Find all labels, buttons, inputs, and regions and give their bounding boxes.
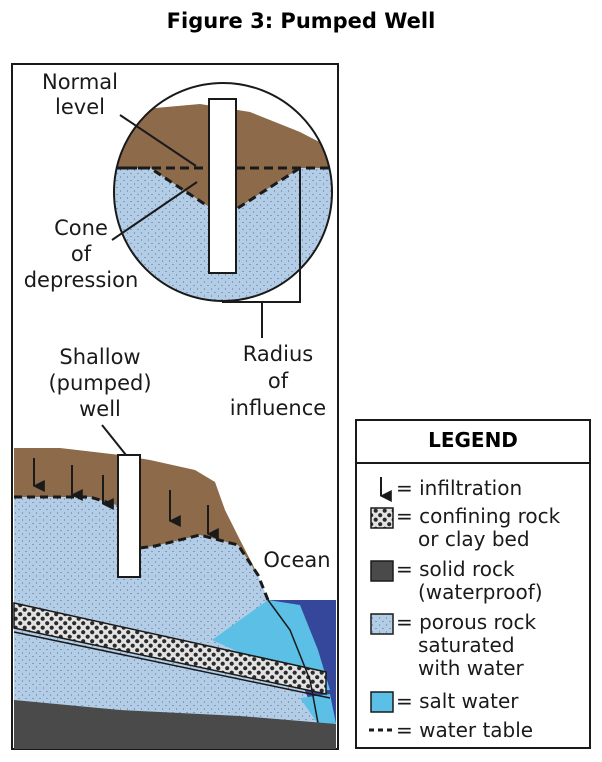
legend-infiltration-text: = infiltration xyxy=(396,476,522,500)
label-normal-level-1: Normal xyxy=(42,70,118,94)
label-cone-3: depression xyxy=(24,268,139,292)
confining-rock-swatch xyxy=(370,507,394,529)
magnified-well-pipe xyxy=(208,98,237,274)
legend-solid-text-2: (waterproof) xyxy=(418,580,543,604)
legend-title: LEGEND xyxy=(428,428,518,452)
solid-rock-bed xyxy=(14,700,336,749)
confining-rock-layer xyxy=(13,602,327,695)
legend-water-table-text: = water table xyxy=(396,718,533,742)
label-well-1: Shallow xyxy=(59,345,140,369)
legend-confining-text-2: or clay bed xyxy=(418,527,530,551)
water-table-line xyxy=(14,495,270,601)
cross-section xyxy=(13,448,336,749)
label-well-3: well xyxy=(79,397,121,421)
label-radius-1: Radius xyxy=(243,342,313,366)
label-normal-level-2: level xyxy=(55,95,105,119)
shallow-pumped-well xyxy=(117,454,141,578)
legend-porous-text-3: with water xyxy=(418,656,525,680)
label-radius-2: of xyxy=(268,369,289,393)
legend-salt-text: = salt water xyxy=(396,689,519,713)
salt-water-swatch xyxy=(370,691,394,713)
legend: LEGEND = infiltration = confining rock o… xyxy=(355,419,591,749)
radius-bracket xyxy=(222,168,301,303)
legend-confining-text-1: = confining rock xyxy=(396,504,561,528)
label-radius-3: influence xyxy=(230,396,326,420)
legend-porous-text-1: = porous rock xyxy=(396,610,537,634)
porous-rock-swatch xyxy=(370,613,394,635)
salt-water-wedge-lower xyxy=(300,694,336,724)
label-ocean: Ocean xyxy=(263,548,330,572)
cone-of-depression-line xyxy=(116,166,301,210)
figure-title: Figure 3: Pumped Well xyxy=(167,9,436,33)
label-cone-1: Cone xyxy=(54,216,108,240)
magnified-circle xyxy=(113,82,333,302)
label-cone-2: of xyxy=(71,242,92,266)
solid-rock-swatch xyxy=(370,560,394,582)
label-well-2: (pumped) xyxy=(48,371,151,395)
legend-porous-text-2: saturated xyxy=(418,633,515,657)
infiltration-arrows xyxy=(32,458,219,540)
legend-solid-text-1: = solid rock xyxy=(396,557,515,581)
